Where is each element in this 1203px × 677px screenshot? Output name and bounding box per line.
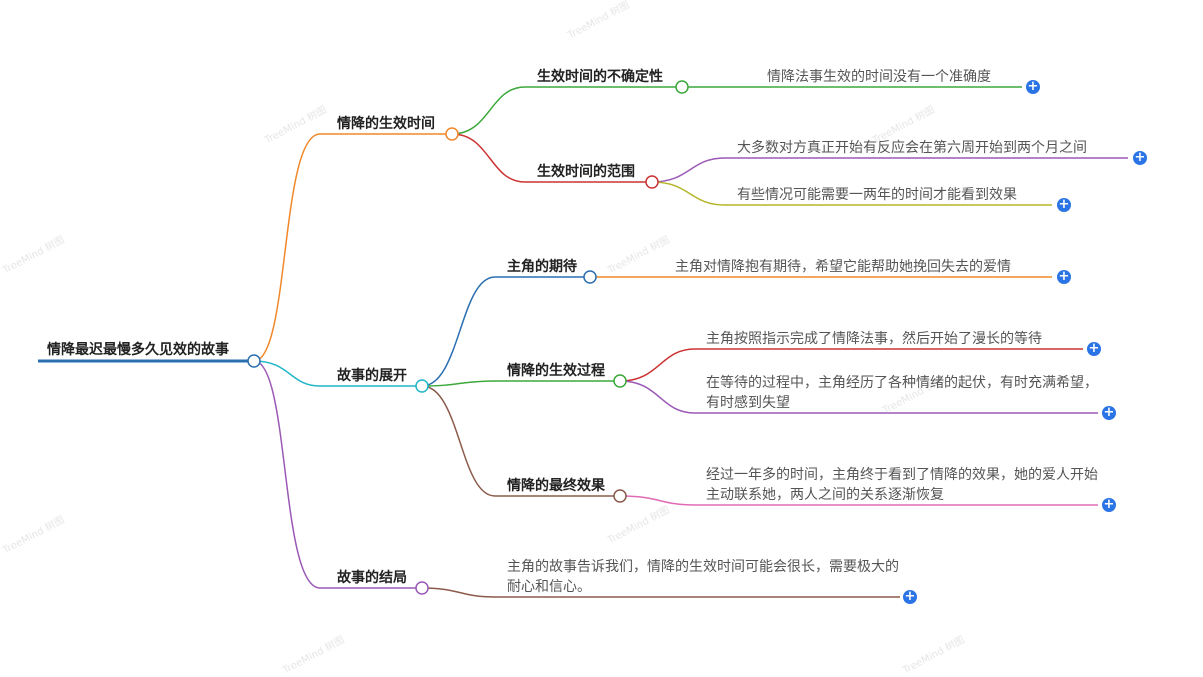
b2-c3-leaf-1[interactable]: 经过一年多的时间，主角终于看到了情降的效果，她的爱人开始主动联系她，两人之间的关… <box>706 467 1098 503</box>
branch-2-node-dot[interactable] <box>415 379 429 393</box>
b1-c1-topic[interactable]: 生效时间的不确定性 <box>537 69 663 85</box>
branch-3-node-dot[interactable] <box>415 581 429 595</box>
add-child-button[interactable]: + <box>1057 197 1071 212</box>
b2-c2-leaf-1[interactable]: 主角按照指示完成了情降法事，然后开始了漫长的等待 <box>706 331 1042 347</box>
connector-b1-c2-leaf-1 <box>651 157 1128 183</box>
connector-b1-c2 <box>451 133 652 183</box>
connector-root-branch-1 <box>253 133 452 362</box>
connector-b1-c2-leaf-2 <box>651 181 1052 206</box>
connector-root-branch-3 <box>253 360 422 589</box>
b2-c3-node-dot[interactable] <box>613 489 627 503</box>
connector-b2-c3 <box>421 385 620 497</box>
connector-b2-c2-leaf-2 <box>619 380 1098 414</box>
b2-c2-topic[interactable]: 情降的生效过程 <box>507 363 605 379</box>
connector-b3-leaf-1 <box>421 587 900 598</box>
b2-c1-node-dot[interactable] <box>583 270 597 284</box>
b1-c1-leaf-1[interactable]: 情降法事生效的时间没有一个准确度 <box>767 69 991 85</box>
b2-c2-node-dot[interactable] <box>613 374 627 388</box>
connector-b1-c1 <box>451 86 682 135</box>
add-child-button[interactable]: + <box>1102 497 1116 512</box>
connector-b2-c2 <box>421 380 620 387</box>
connector-b2-c3-leaf-1 <box>619 495 1098 506</box>
connector-b2-c2-leaf-1 <box>619 348 1083 382</box>
b1-c2-leaf-2[interactable]: 有些情况可能需要一两年的时间才能看到效果 <box>737 187 1017 203</box>
connector-root-branch-2 <box>253 360 422 387</box>
root-topic[interactable]: 情降最迟最慢多久见效的故事 <box>47 342 229 358</box>
connector-b2-c1 <box>421 276 590 387</box>
branch-3-topic[interactable]: 故事的结局 <box>337 570 407 586</box>
branch-1-node-dot[interactable] <box>445 127 459 141</box>
b3-leaf-1[interactable]: 主角的故事告诉我们，情降的生效时间可能会很长，需要极大的耐心和信心。 <box>507 559 899 595</box>
add-child-button[interactable]: + <box>1087 341 1101 356</box>
b2-c1-topic[interactable]: 主角的期待 <box>507 259 577 275</box>
b1-c2-node-dot[interactable] <box>645 175 659 189</box>
add-child-button[interactable]: + <box>1102 405 1116 420</box>
add-child-button[interactable]: + <box>903 589 917 604</box>
b2-c2-leaf-2[interactable]: 在等待的过程中，主角经历了各种情绪的起伏，有时充满希望，有时感到失望 <box>706 375 1098 411</box>
branch-1-topic[interactable]: 情降的生效时间 <box>337 116 435 132</box>
b1-c2-leaf-1[interactable]: 大多数对方真正开始有反应会在第六周开始到两个月之间 <box>737 140 1087 156</box>
b2-c1-leaf-1[interactable]: 主角对情降抱有期待，希望它能帮助她挽回失去的爱情 <box>675 259 1011 275</box>
b2-c3-topic[interactable]: 情降的最终效果 <box>507 478 605 494</box>
branch-2-topic[interactable]: 故事的展开 <box>337 368 407 384</box>
b1-c2-topic[interactable]: 生效时间的范围 <box>537 164 635 180</box>
add-child-button[interactable]: + <box>1057 269 1071 284</box>
add-child-button[interactable]: + <box>1026 79 1040 94</box>
root-node-dot[interactable] <box>247 354 261 368</box>
add-child-button[interactable]: + <box>1133 150 1147 165</box>
b1-c1-node-dot[interactable] <box>675 80 689 94</box>
